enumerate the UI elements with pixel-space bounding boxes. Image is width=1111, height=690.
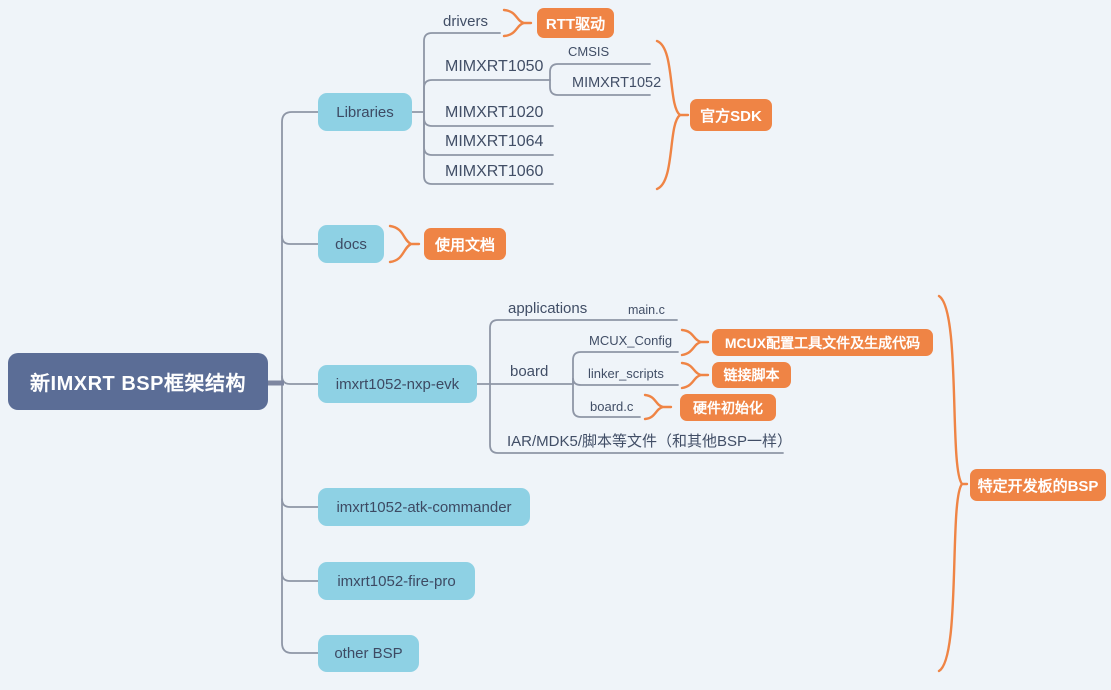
topic-mimxrt1060[interactable]: MIMXRT1060 bbox=[445, 163, 544, 180]
callout-rtt-driver[interactable]: RTT驱动 bbox=[537, 8, 614, 38]
topic-iar-note[interactable]: IAR/MDK5/脚本等文件（和其他BSP一样） bbox=[507, 433, 793, 450]
iar-line bbox=[489, 383, 784, 454]
drivers-brace bbox=[502, 8, 533, 38]
topic-board-c[interactable]: board.c bbox=[590, 399, 634, 414]
specific-bsp-brace bbox=[937, 294, 969, 673]
mimxrt1060-line bbox=[423, 111, 554, 185]
drivers-line bbox=[423, 32, 501, 113]
branch-fire-line bbox=[281, 572, 319, 582]
mimxrt1052-line bbox=[549, 79, 651, 96]
root-topic[interactable]: 新IMXRT BSP框架结构 bbox=[8, 353, 268, 410]
callout-linker-script[interactable]: 链接脚本 bbox=[712, 362, 791, 388]
official-sdk-brace bbox=[655, 39, 690, 191]
topic-docs[interactable]: docs bbox=[318, 225, 384, 263]
callout-mcux-config[interactable]: MCUX配置工具文件及生成代码 bbox=[712, 329, 933, 356]
topic-libraries[interactable]: Libraries bbox=[318, 93, 412, 131]
branch-nxp-line bbox=[281, 375, 319, 385]
topic-imxrt1052-nxp-evk[interactable]: imxrt1052-nxp-evk bbox=[318, 365, 477, 403]
branch-atk-line bbox=[281, 498, 319, 508]
cmsis-line bbox=[549, 63, 651, 81]
topic-imxrt1052-fire-pro[interactable]: imxrt1052-fire-pro bbox=[318, 562, 475, 600]
topic-imxrt1052-atk-commander[interactable]: imxrt1052-atk-commander bbox=[318, 488, 530, 526]
topic-cmsis[interactable]: CMSIS bbox=[568, 44, 610, 59]
topic-mimxrt1052[interactable]: MIMXRT1052 bbox=[572, 75, 662, 91]
topic-drivers[interactable]: drivers bbox=[443, 13, 489, 30]
callout-specific-bsp[interactable]: 特定开发板的BSP bbox=[970, 469, 1106, 501]
topic-mimxrt1050[interactable]: MIMXRT1050 bbox=[445, 58, 544, 75]
linker-scripts-brace bbox=[680, 361, 710, 390]
topic-other-bsp[interactable]: other BSP bbox=[318, 635, 419, 672]
topic-board[interactable]: board bbox=[510, 363, 549, 380]
trunk-line bbox=[281, 111, 319, 654]
mcux-config-brace bbox=[680, 328, 710, 357]
topic-applications[interactable]: applications bbox=[508, 300, 588, 317]
mcux-config-line bbox=[572, 351, 679, 385]
docs-brace bbox=[388, 224, 421, 264]
callout-hw-init[interactable]: 硬件初始化 bbox=[680, 394, 776, 421]
branch-docs-line bbox=[281, 235, 319, 245]
topic-linker-scripts[interactable]: linker_scripts bbox=[588, 366, 664, 381]
applications-line bbox=[489, 319, 678, 385]
topic-main-c[interactable]: main.c bbox=[628, 303, 665, 317]
topic-mcux-config[interactable]: MCUX_Config bbox=[589, 333, 673, 348]
callout-official-sdk[interactable]: 官方SDK bbox=[690, 99, 772, 131]
topic-mimxrt1064[interactable]: MIMXRT1064 bbox=[445, 133, 544, 150]
linker-scripts-line bbox=[572, 377, 679, 386]
mimxrt1050-line bbox=[423, 79, 551, 113]
callout-usage-doc[interactable]: 使用文档 bbox=[424, 228, 506, 260]
board-c-brace bbox=[643, 393, 673, 421]
board-c-line bbox=[572, 383, 641, 418]
topic-mimxrt1020[interactable]: MIMXRT1020 bbox=[445, 104, 544, 121]
